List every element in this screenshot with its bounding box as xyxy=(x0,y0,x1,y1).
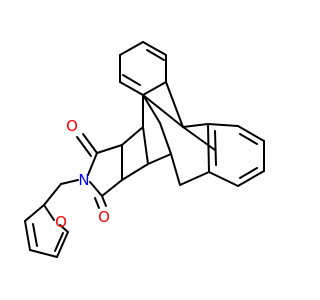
bond xyxy=(122,74,141,86)
right-aromatic-ring xyxy=(179,123,265,187)
bond xyxy=(43,183,62,206)
bond xyxy=(56,231,69,258)
imide-nitrogen: N xyxy=(78,171,89,189)
carbonyl-oxygen-top: O xyxy=(66,117,78,135)
bond xyxy=(179,171,210,186)
bond xyxy=(87,152,98,176)
bond xyxy=(165,81,184,128)
bond xyxy=(146,49,165,61)
bond xyxy=(207,123,239,127)
bond xyxy=(89,181,103,197)
bond xyxy=(121,163,149,181)
bond xyxy=(76,136,92,157)
bond xyxy=(29,249,58,258)
bond xyxy=(101,195,107,207)
bond xyxy=(170,153,181,186)
molecule-structure: O N O O xyxy=(24,41,265,258)
bond xyxy=(121,126,144,146)
bond xyxy=(142,126,149,165)
bond xyxy=(24,204,45,222)
bond xyxy=(94,197,100,209)
bridge-core xyxy=(121,81,216,186)
bond xyxy=(82,133,98,154)
bond xyxy=(54,232,64,252)
bond xyxy=(142,94,161,124)
furylmethyl-group xyxy=(24,179,79,258)
bond xyxy=(59,224,69,233)
bond xyxy=(182,123,209,128)
bond xyxy=(43,204,55,221)
bond xyxy=(119,41,144,56)
bond xyxy=(32,223,38,247)
bond xyxy=(214,130,217,166)
bond xyxy=(239,167,258,179)
upper-aromatic-ring xyxy=(119,41,167,96)
bond xyxy=(159,122,172,155)
bond xyxy=(147,153,172,165)
bond xyxy=(208,171,239,187)
bond xyxy=(142,94,184,128)
bond xyxy=(24,220,31,251)
bond xyxy=(182,126,216,151)
molecule-canvas: O N O O xyxy=(24,41,265,258)
imide-ring xyxy=(76,133,123,209)
bond xyxy=(119,81,144,96)
bond xyxy=(142,41,167,56)
bond xyxy=(96,144,123,154)
furan-oxygen: O xyxy=(55,213,67,231)
bond xyxy=(142,81,167,96)
bond xyxy=(237,170,265,187)
bond xyxy=(101,179,123,197)
bond xyxy=(239,133,258,145)
bond xyxy=(207,123,210,173)
bond xyxy=(237,125,265,142)
carbonyl-oxygen-bottom: O xyxy=(98,208,110,226)
bond xyxy=(60,179,79,185)
